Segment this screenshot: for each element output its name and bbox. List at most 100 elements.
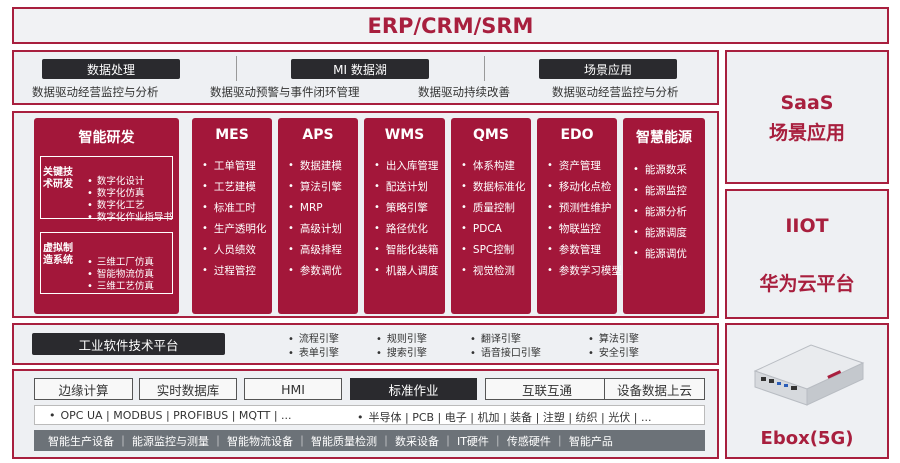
data-caption: 数据驱动预警与事件闭环管理 bbox=[210, 85, 360, 99]
list-item: 算法引擎 bbox=[278, 176, 358, 197]
list-item: 标准工时 bbox=[192, 197, 272, 218]
module-list: 出入库管理 配送计划 策略引擎 路径优化 智能化装箱 机器人调度 bbox=[364, 155, 445, 281]
list-item: 能源监控 bbox=[623, 180, 705, 201]
module-list: 体系构建 数据标准化 质量控制 PDCA SPC控制 视觉检测 bbox=[451, 155, 531, 281]
list-item: 工单管理 bbox=[192, 155, 272, 176]
list-item: 高级排程 bbox=[278, 239, 358, 260]
edge-button-label: 边缘计算 bbox=[58, 382, 109, 398]
iiot-panel: IIOT 华为云平台 bbox=[725, 189, 889, 319]
list-item: 生产透明化 bbox=[192, 218, 272, 239]
module-energy: 智慧能源 能源数采 能源监控 能源分析 能源调度 能源调优 bbox=[623, 118, 705, 314]
divider bbox=[236, 56, 237, 81]
edge-button-device-cloud[interactable]: 设备数据上云 bbox=[604, 378, 705, 400]
list-item: 能源调优 bbox=[623, 243, 705, 264]
data-tag-label: 数据处理 bbox=[86, 62, 135, 77]
data-layer-panel: 数据处理 MI 数据湖 场景应用 数据驱动经营监控与分析 数据驱动预警与事件闭环… bbox=[12, 50, 719, 105]
list-item: 过程管控 bbox=[192, 260, 272, 281]
edge-button-label: 实时数据库 bbox=[156, 382, 220, 398]
module-list: 数据建模 算法引擎 MRP 高级计划 高级排程 参数调优 bbox=[278, 155, 358, 281]
list-item: 能源调度 bbox=[623, 222, 705, 243]
list-item: 预测性维护 bbox=[537, 197, 617, 218]
data-caption: 数据驱动经营监控与分析 bbox=[552, 85, 679, 99]
ebox-device-image bbox=[753, 344, 865, 406]
list-item: 出入库管理 bbox=[364, 155, 445, 176]
edge-button-standard-work[interactable]: 标准作业 bbox=[350, 378, 477, 400]
module-aps: APS 数据建模 算法引擎 MRP 高级计划 高级排程 参数调优 bbox=[278, 118, 358, 314]
data-tag-scene: 场景应用 bbox=[539, 59, 677, 79]
list-item: 智能物流仿真 bbox=[77, 269, 154, 281]
data-tag-lake: MI 数据湖 bbox=[291, 59, 429, 79]
list-item: PDCA bbox=[451, 218, 531, 239]
module-list: 能源数采 能源监控 能源分析 能源调度 能源调优 bbox=[623, 159, 705, 264]
divider bbox=[484, 56, 485, 81]
edge-button-realtime-db[interactable]: 实时数据库 bbox=[139, 378, 237, 400]
module-title: APS bbox=[302, 127, 334, 143]
erp-bar: ERP/CRM/SRM bbox=[12, 7, 889, 44]
list-item: 路径优化 bbox=[364, 218, 445, 239]
list-item: 工艺建模 bbox=[192, 176, 272, 197]
list-item: 资产管理 bbox=[537, 155, 617, 176]
list-item: 参数管理 bbox=[537, 239, 617, 260]
engine-item: 规则引擎 bbox=[376, 330, 427, 345]
data-tag-processing: 数据处理 bbox=[42, 59, 180, 79]
list-item: 体系构建 bbox=[451, 155, 531, 176]
list-item: 数字化设计 bbox=[77, 176, 173, 188]
module-title: MES bbox=[215, 127, 249, 143]
list-item: MRP bbox=[278, 197, 358, 218]
module-list: 资产管理 移动化点检 预测性维护 物联监控 参数管理 参数学习模型 bbox=[537, 155, 622, 281]
iiot-subtitle: 华为云平台 bbox=[759, 273, 855, 295]
platform-panel: 工业软件技术平台 流程引擎 表单引擎 规则引擎 搜索引擎 翻译引擎 语音接口引擎… bbox=[12, 323, 719, 365]
rnd-box-label: 虚拟制造系统 bbox=[43, 243, 73, 266]
data-tag-label: 场景应用 bbox=[583, 62, 632, 77]
module-title: 智慧能源 bbox=[636, 130, 692, 146]
list-item: 机器人调度 bbox=[364, 260, 445, 281]
list-item: 数字化工艺 bbox=[77, 200, 173, 212]
edge-panel: 边缘计算 实时数据库 HMI 标准作业 互联互通 设备数据上云 OPC UA |… bbox=[12, 369, 719, 459]
rnd-box-label: 关键技术研发 bbox=[43, 167, 73, 190]
list-item: 智能化装箱 bbox=[364, 239, 445, 260]
ebox-panel: Ebox(5G) bbox=[725, 323, 889, 459]
list-item: 能源分析 bbox=[623, 201, 705, 222]
list-item: 能源数采 bbox=[623, 159, 705, 180]
data-caption: 数据驱动持续改善 bbox=[418, 85, 510, 99]
saas-panel: SaaS 场景应用 bbox=[725, 50, 889, 184]
rnd-box-list: 三维工厂仿真 智能物流仿真 三维工艺仿真 bbox=[77, 257, 154, 293]
list-item: 移动化点检 bbox=[537, 176, 617, 197]
modules-panel: 智能研发 关键技术研发 数字化设计 数字化仿真 数字化工艺 数字化作业指导书 虚… bbox=[12, 111, 719, 318]
list-item: 视觉检测 bbox=[451, 260, 531, 281]
platform-title-label: 工业软件技术平台 bbox=[78, 337, 179, 353]
edge-button-label: HMI bbox=[281, 381, 305, 397]
edge-button-hmi[interactable]: HMI bbox=[244, 378, 342, 400]
edge-button-label: 设备数据上云 bbox=[616, 382, 692, 398]
rnd-box-virtual-mfg: 虚拟制造系统 三维工厂仿真 智能物流仿真 三维工艺仿真 bbox=[40, 232, 173, 294]
list-item: 数字化作业指导书 bbox=[77, 212, 173, 224]
module-title: QMS bbox=[473, 127, 509, 143]
list-item: 数据标准化 bbox=[451, 176, 531, 197]
module-rnd: 智能研发 关键技术研发 数字化设计 数字化仿真 数字化工艺 数字化作业指导书 虚… bbox=[34, 118, 179, 314]
engine-item: 语音接口引擎 bbox=[470, 344, 541, 359]
edge-button-label: 互联互通 bbox=[521, 382, 572, 398]
list-item: 参数调优 bbox=[278, 260, 358, 281]
platform-title: 工业软件技术平台 bbox=[32, 333, 225, 355]
edge-button-computing[interactable]: 边缘计算 bbox=[34, 378, 133, 400]
list-item: 人员绩效 bbox=[192, 239, 272, 260]
module-edo: EDO 资产管理 移动化点检 预测性维护 物联监控 参数管理 参数学习模型 bbox=[537, 118, 622, 314]
engine-item: 表单引擎 bbox=[288, 344, 339, 359]
engine-item: 翻译引擎 bbox=[470, 330, 521, 345]
rnd-box-key-tech: 关键技术研发 数字化设计 数字化仿真 数字化工艺 数字化作业指导书 bbox=[40, 156, 173, 223]
industry-list: 半导体 | PCB | 电子 | 机加 | 装备 | 注塑 | 纺织 | 光伏 … bbox=[357, 409, 652, 425]
device-list: 智能生产设备 ｜ 能源监控与测量 ｜ 智能物流设备 ｜ 智能质量检测 ｜ 数采设… bbox=[48, 434, 613, 448]
list-item: 策略引擎 bbox=[364, 197, 445, 218]
engine-item: 算法引擎 bbox=[588, 330, 639, 345]
device-bar: 智能生产设备 ｜ 能源监控与测量 ｜ 智能物流设备 ｜ 智能质量检测 ｜ 数采设… bbox=[34, 430, 705, 451]
edge-button-interconnect[interactable]: 互联互通 bbox=[485, 378, 609, 400]
module-list: 工单管理 工艺建模 标准工时 生产透明化 人员绩效 过程管控 bbox=[192, 155, 272, 281]
edge-button-label: 标准作业 bbox=[388, 382, 439, 398]
module-title: 智能研发 bbox=[78, 130, 135, 146]
list-item: 数字化仿真 bbox=[77, 188, 173, 200]
list-item: 配送计划 bbox=[364, 176, 445, 197]
data-caption: 数据驱动经营监控与分析 bbox=[32, 85, 159, 99]
list-item: 质量控制 bbox=[451, 197, 531, 218]
iiot-title: IIOT bbox=[785, 215, 829, 237]
list-item: 物联监控 bbox=[537, 218, 617, 239]
